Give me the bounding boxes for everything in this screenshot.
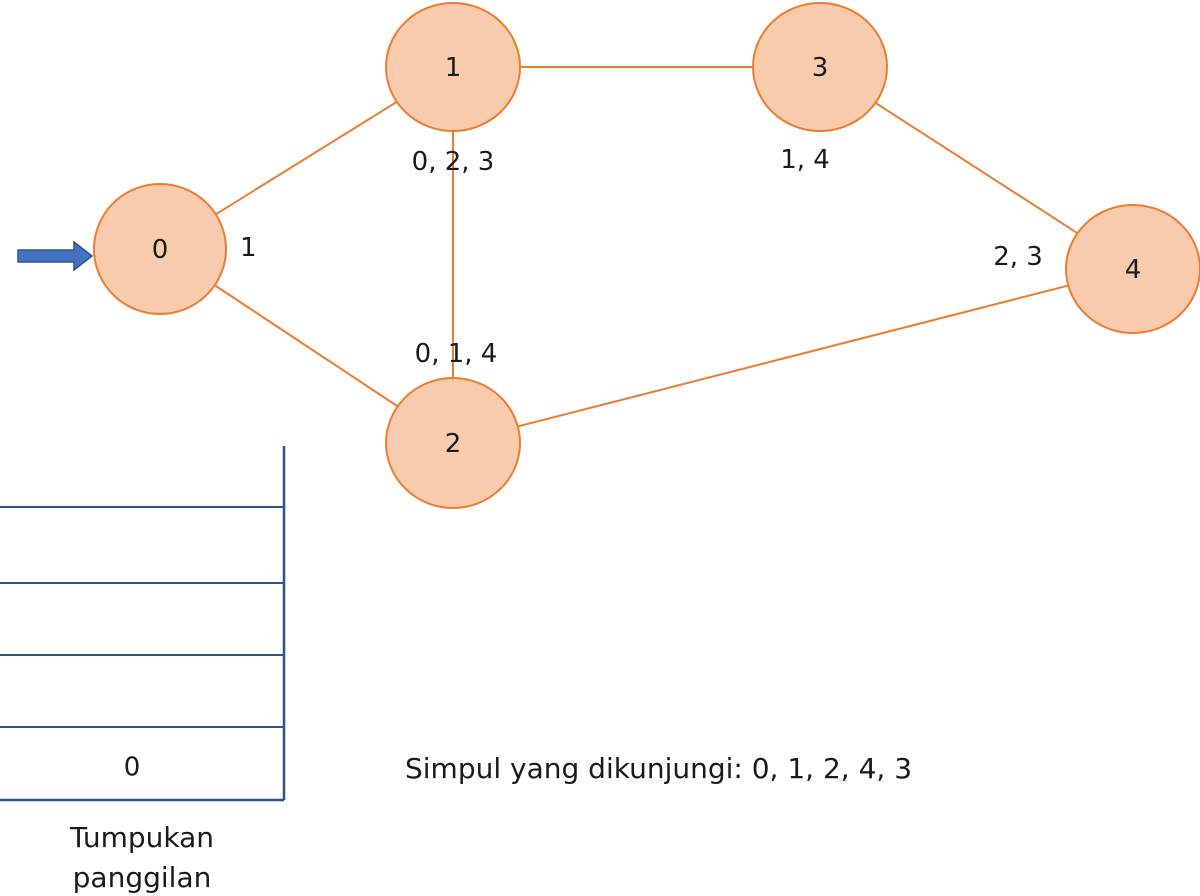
node-label-1: 1 (445, 53, 462, 83)
adjacency-label-1: 0, 2, 3 (412, 147, 495, 177)
visited-nodes-text: Simpul yang dikunjungi: 0, 1, 2, 4, 3 (405, 752, 912, 785)
edge-3-4 (874, 101, 1079, 235)
node-circle-0 (93, 183, 227, 315)
adjacency-label-0: 1 (240, 233, 257, 263)
node-4: 4 (1065, 204, 1200, 334)
adjacency-labels-layer: 1 0, 2, 3 0, 1, 4 1, 4 2, 3 (240, 145, 1043, 369)
node-circle-2 (385, 377, 521, 509)
current-node-arrow-icon (17, 240, 94, 272)
adjacency-label-4: 2, 3 (993, 242, 1043, 272)
node-3: 3 (752, 2, 888, 132)
node-label-0: 0 (152, 235, 169, 265)
node-label-2: 2 (445, 429, 462, 459)
edge-0-1 (215, 101, 398, 216)
stack-slot-5: 0 (124, 753, 141, 783)
node-circle-1 (385, 2, 521, 132)
stack-caption-line-1: Tumpukan (69, 821, 214, 854)
stack-caption-line-2: panggilan (73, 861, 212, 894)
node-circle-4 (1065, 204, 1200, 334)
node-2: 2 (385, 377, 521, 509)
edges-layer (214, 66, 1079, 428)
node-0: 0 (93, 183, 227, 315)
node-label-4: 4 (1125, 255, 1142, 285)
node-circle-3 (752, 2, 888, 132)
stack-slots: 0 (0, 506, 284, 783)
node-label-3: 3 (812, 53, 829, 83)
adjacency-label-3: 1, 4 (780, 145, 830, 175)
call-stack: 0 (0, 446, 286, 802)
node-1: 1 (385, 2, 521, 132)
edge-2-4 (517, 284, 1069, 428)
edge-0-2 (214, 284, 399, 408)
adjacency-label-2: 0, 1, 4 (415, 339, 498, 369)
nodes-layer: 0 1 2 3 4 (93, 2, 1200, 509)
